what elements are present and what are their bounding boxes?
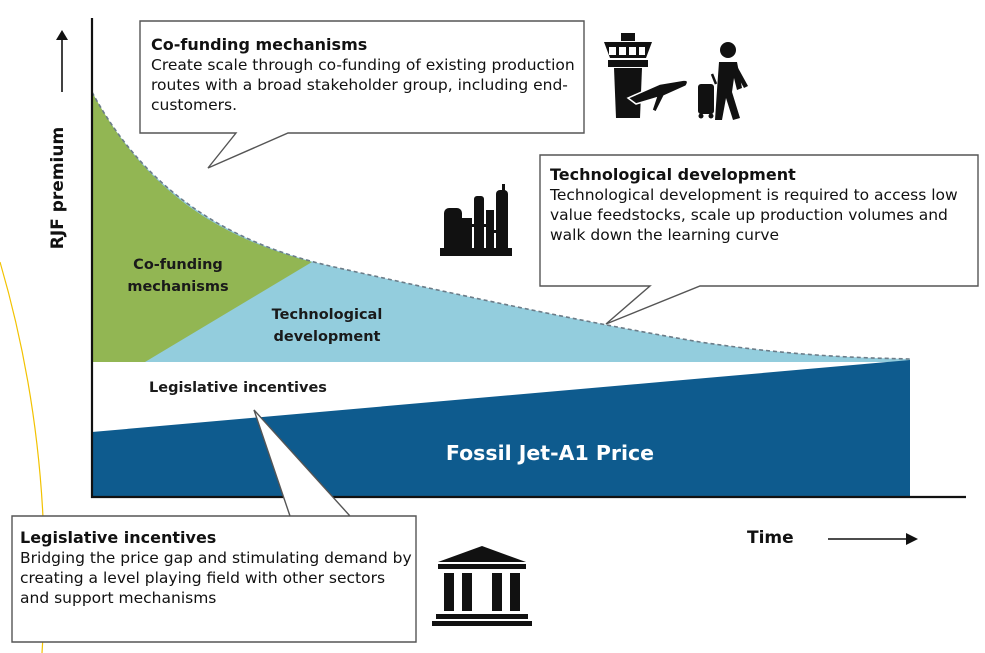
technological-callout-title: Technological development xyxy=(550,165,796,184)
cofunding-callout: Co-funding mechanisms Create scale throu… xyxy=(151,35,579,115)
fossil-region-label: Fossil Jet-A1 Price xyxy=(445,441,655,465)
x-axis-label: Time xyxy=(747,528,794,548)
technological-callout-box xyxy=(539,154,979,325)
cofunding-region-label: Co-funding mechanisms xyxy=(127,257,229,295)
cofunding-region xyxy=(92,92,312,362)
legislative-callout-box xyxy=(11,409,417,643)
x-axis-arrowhead xyxy=(906,533,918,545)
refinery-icon xyxy=(440,184,512,256)
y-axis-arrowhead xyxy=(56,30,68,40)
cofunding-callout-body: Create scale through co-funding of exist… xyxy=(151,56,575,114)
legislative-callout-body: Bridging the price gap and stimulating d… xyxy=(20,549,412,607)
technological-region-label: Technological development xyxy=(271,307,383,345)
y-axis-label: RJF premium xyxy=(48,126,68,250)
cofunding-callout-box xyxy=(139,20,585,169)
legislative-callout: Legislative incentives Bridging the pric… xyxy=(20,528,412,608)
technological-region xyxy=(92,92,910,362)
technological-callout: Technological development Technological … xyxy=(550,165,970,245)
technological-callout-body: Technological development is required to… xyxy=(550,186,958,244)
legislative-region-label: Legislative incentives xyxy=(149,380,327,396)
airport-tower-icon xyxy=(604,33,689,118)
government-building-icon xyxy=(432,546,532,626)
traveler-icon xyxy=(698,42,748,120)
legislative-callout-title: Legislative incentives xyxy=(20,528,217,547)
cofunding-callout-title: Co-funding mechanisms xyxy=(151,35,368,54)
premium-curve xyxy=(91,91,911,360)
